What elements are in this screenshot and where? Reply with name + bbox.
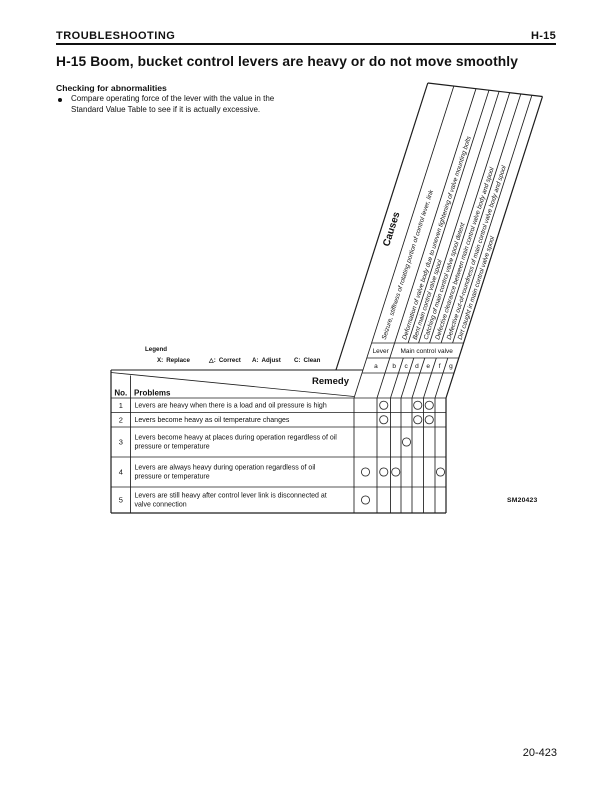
mark-circle-c (391, 467, 401, 477)
mark-circle-f (424, 400, 434, 410)
column-letter-b: b (392, 363, 396, 370)
problems-header: Problems (134, 389, 171, 398)
bullet-icon (58, 98, 62, 102)
column-letter-f: f (439, 363, 441, 370)
legend-symbol-adjust: A: (252, 356, 259, 364)
group-label-main-control-valve: Main control valve (401, 348, 454, 355)
page-title: H-15 Boom, bucket control levers are hea… (56, 54, 519, 69)
problem-text: Levers are always heavy during operation… (135, 465, 316, 472)
remedy-label: Remedy (312, 376, 350, 387)
band-divider (429, 92, 511, 344)
checking-heading: Checking for abnormalities (56, 83, 167, 93)
row-number: 5 (119, 496, 123, 505)
legend-label: Legend (145, 346, 168, 353)
problem-text: pressure or temperature (135, 443, 210, 450)
band-divider (411, 357, 426, 399)
mark-circle-e (413, 415, 423, 425)
legend-meaning: Adjust (261, 356, 281, 364)
row-number: 4 (119, 468, 123, 477)
mark-circle-b (379, 467, 389, 477)
band-divider (423, 357, 437, 399)
band-divider (452, 95, 533, 344)
header-section-title: TROUBLESHOOTING (56, 30, 176, 42)
page-number: 20-423 (522, 747, 557, 759)
header-page-ref: H-15 (530, 30, 556, 42)
row-number: 3 (119, 438, 123, 447)
column-letter-a: a (374, 363, 378, 370)
legend-meaning: Clean (303, 356, 321, 364)
problem-text: Levers are still heavy after control lev… (135, 493, 327, 500)
legend-item: A:Adjust (252, 357, 281, 364)
band-divider (390, 357, 404, 399)
mark-circle-d (401, 437, 412, 447)
band-divider (418, 91, 500, 344)
column-letter-g: g (449, 363, 453, 370)
remedy-diagonal (110, 372, 355, 397)
legend-symbol-clean: C: (294, 356, 301, 364)
mark-circle-a (360, 467, 371, 477)
header-rule (56, 43, 556, 45)
legend-meaning: Replace (166, 356, 190, 364)
mark-circle-g (435, 467, 446, 477)
column-letter-e: e (426, 363, 430, 370)
problem-text: Levers become heavy at places during ope… (135, 435, 338, 442)
figure-number: SM20423 (507, 497, 538, 504)
row-number: 1 (119, 401, 123, 410)
problem-text: pressure or temperature (135, 473, 210, 480)
group-label-lever: Lever (373, 348, 390, 355)
band-divider (376, 88, 477, 399)
band-divider (400, 357, 415, 399)
legend-item: C:Clean (294, 357, 320, 364)
no-header: No. (114, 389, 127, 398)
row-number: 2 (119, 415, 123, 424)
legend: Legend X:Replace △:Correct A:Adjust C:Cl… (145, 346, 320, 364)
mark-circle-f (424, 415, 434, 425)
problem-text: valve connection (135, 501, 187, 508)
band-divider (434, 357, 449, 399)
legend-item: X:Replace (157, 357, 190, 364)
matrix-right-edge (445, 96, 544, 399)
checking-text-line: Compare operating force of the lever wit… (71, 94, 275, 103)
problem-text: Levers are heavy when there is a load an… (135, 403, 327, 410)
matrix-left-edge (335, 82, 429, 371)
mark-circle-b (379, 400, 389, 410)
legend-symbol-correct: △: (209, 356, 216, 364)
column-letter-c: c (405, 363, 409, 370)
matrix-top-edge (427, 82, 543, 98)
band-divider (407, 90, 490, 344)
problem-text: Levers become heavy as oil temperature c… (135, 417, 290, 424)
legend-item: △:Correct (209, 357, 241, 364)
legend-meaning: Correct (218, 356, 241, 364)
checking-text-line: Standard Value Table to see if it is act… (71, 105, 261, 114)
mark-circle-b (379, 415, 389, 425)
legend-symbol-replace: X: (157, 356, 164, 364)
mark-circle-a (360, 495, 371, 505)
mark-circle-e (413, 400, 423, 410)
column-letter-d: d (415, 363, 419, 370)
band-divider (353, 85, 455, 399)
band-divider (440, 93, 522, 344)
causes-title: Causes (381, 210, 402, 248)
